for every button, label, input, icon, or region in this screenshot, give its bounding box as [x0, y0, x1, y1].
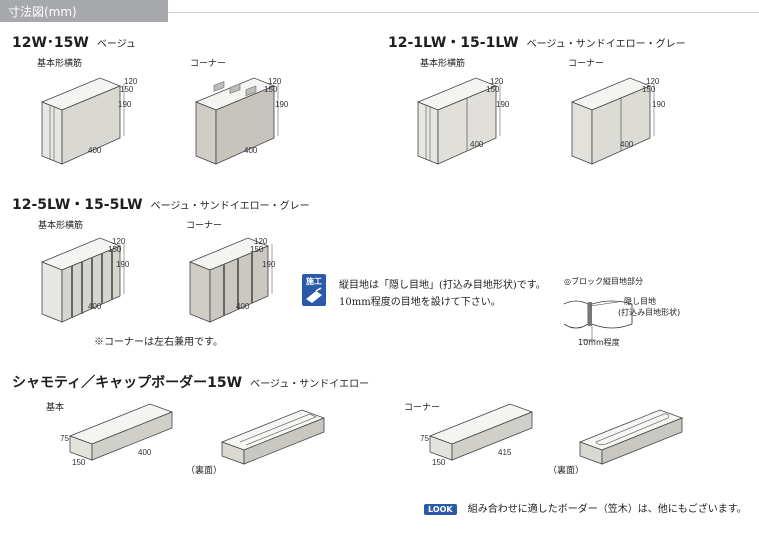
header-rule [168, 12, 759, 13]
s4-basic-cap [68, 403, 174, 461]
s3-corner-dim-150: 150 [250, 245, 264, 254]
s4-corner-back [578, 409, 684, 465]
header-tab: 寸法図(mm) [0, 0, 168, 22]
s1-corner-dim-190: 190 [275, 100, 289, 109]
s1-corner-dim-120: 120 [268, 77, 282, 86]
s1-corner-dim-400: 400 [244, 146, 258, 155]
s3-corner-dim-190: 190 [262, 260, 276, 269]
s1-basic-block [40, 77, 125, 165]
s3-basic-dim-400: 400 [88, 302, 102, 311]
s2-basic-block [416, 77, 501, 165]
s1-basic-dim-400: 400 [88, 146, 102, 155]
look-text: 組み合わせに適したボーダー（笠木）は、他にもございます。 [467, 504, 747, 515]
s1-corner-dim-150: 150 [264, 85, 278, 94]
s2-corner-dim-190: 190 [652, 100, 666, 109]
s3-corner-dim-400: 400 [236, 302, 250, 311]
s4-basic-back [220, 409, 326, 465]
s3-corner-dim-120: 120 [254, 237, 268, 246]
header-title: 寸法図(mm) [8, 5, 77, 19]
construction-line2: 10mm程度の目地を設けて下さい。 [339, 297, 501, 308]
s4-basic-dim-75: 75 [60, 434, 69, 443]
s1-label-basic: 基本形横筋 [37, 59, 83, 69]
section3-subtitle: ベージュ・サンドイエロー・グレー [150, 201, 310, 212]
s2-label-corner: コーナー [568, 59, 605, 69]
s4-basic-dim-150: 150 [72, 458, 86, 467]
s4-corner-back-label: （裏面） [548, 466, 585, 476]
s4-label-basic: 基本 [46, 403, 65, 413]
s2-basic-dim-150: 150 [486, 85, 500, 94]
section1-subtitle: ベージュ [96, 39, 136, 50]
joint-label-hidden: 隠し目地 [624, 297, 656, 306]
construction-line1: 縦目地は「隠し目地」(打込み目地形状)です。 [339, 280, 546, 291]
s4-corner-cap [428, 403, 534, 461]
s4-corner-dim-75: 75 [420, 434, 429, 443]
s3-footnote: ※コーナーは左右兼用です。 [94, 337, 223, 348]
s3-label-basic: 基本形横筋 [38, 221, 84, 231]
s1-basic-dim-150: 150 [120, 85, 134, 94]
joint-diagram [563, 300, 633, 341]
look-badge: LOOK [424, 504, 457, 515]
s2-label-basic: 基本形横筋 [420, 59, 466, 69]
construction-badge: 施工 [302, 274, 326, 306]
s3-basic-dim-190: 190 [116, 260, 130, 269]
s1-corner-block [194, 77, 279, 165]
s2-corner-dim-150: 150 [642, 85, 656, 94]
s4-basic-back-label: （裏面） [186, 466, 223, 476]
s4-corner-dim-150: 150 [432, 458, 446, 467]
joint-diagram-title: ◎ブロック縦目地部分 [564, 277, 643, 286]
joint-label-shape: (打込み目地形状) [618, 308, 681, 317]
s2-corner-dim-400: 400 [620, 140, 634, 149]
s1-basic-dim-190: 190 [118, 100, 132, 109]
s2-basic-dim-120: 120 [490, 77, 504, 86]
s2-basic-dim-190: 190 [496, 100, 510, 109]
look-note: LOOK 組み合わせに適したボーダー（笠木）は、他にもございます。 [424, 497, 747, 516]
s2-basic-dim-400: 400 [470, 140, 484, 149]
construction-badge-text: 施工 [306, 277, 322, 286]
s3-basic-block [40, 237, 125, 323]
section2-subtitle: ベージュ・サンドイエロー・グレー [526, 39, 686, 50]
s3-basic-dim-120: 120 [112, 237, 126, 246]
s2-corner-block [570, 77, 655, 165]
s3-basic-dim-150: 150 [108, 245, 122, 254]
s1-label-corner: コーナー [190, 59, 227, 69]
s1-basic-dim-120: 120 [124, 77, 138, 86]
s2-corner-dim-120: 120 [646, 77, 660, 86]
trowel-icon [306, 287, 322, 303]
s3-label-corner: コーナー [186, 221, 223, 231]
s3-corner-block [188, 237, 273, 323]
s4-label-corner: コーナー [404, 403, 441, 413]
s4-corner-dim-415: 415 [498, 448, 512, 457]
section4-subtitle: ベージュ・サンドイエロー [250, 379, 370, 390]
joint-label-width: 10mm程度 [578, 338, 620, 347]
s4-basic-dim-400: 400 [138, 448, 152, 457]
